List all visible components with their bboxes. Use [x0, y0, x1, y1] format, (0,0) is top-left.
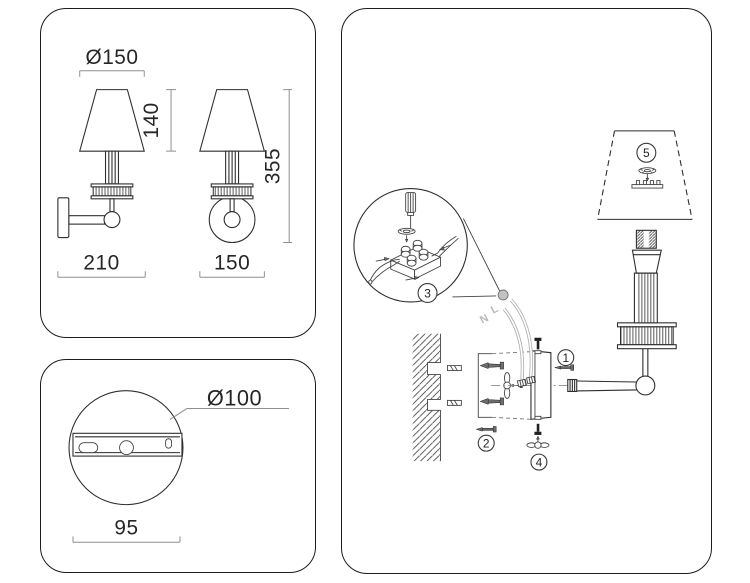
detail-circle	[353, 188, 468, 303]
detail-wires	[368, 235, 459, 285]
dim-shade-diameter: Ø150	[86, 46, 139, 69]
supply-wires: L N	[478, 298, 537, 388]
lamp-side-view	[57, 89, 145, 239]
panel-backplate-detail: Ø100 95	[40, 359, 316, 573]
terminal-detail-bubble	[353, 188, 468, 303]
wall-section	[412, 333, 441, 462]
socket-cup	[631, 249, 662, 274]
stem	[642, 348, 649, 377]
arm-tube	[576, 380, 637, 392]
step-3-label: 3	[424, 286, 431, 300]
backplate-drawing: Ø100 95	[68, 386, 289, 543]
center-hole	[119, 440, 134, 456]
canopy-screw-top	[534, 337, 542, 350]
canopy	[530, 350, 552, 420]
insert-arrow	[405, 275, 420, 281]
mounting-screw	[479, 397, 504, 406]
dim-total-height: 355	[261, 148, 284, 184]
shade-finial	[638, 167, 657, 182]
panel-assembly-steps: L N	[341, 8, 712, 574]
backplate-circle	[68, 390, 184, 506]
wall-edge	[427, 333, 441, 462]
ball-joint	[635, 375, 656, 396]
mounting-screw	[479, 361, 504, 370]
ribbed-ring	[619, 326, 674, 346]
wire-ferrule	[516, 378, 527, 388]
slot-oval	[78, 442, 99, 454]
ball-joint	[223, 211, 241, 229]
wall-plate	[57, 197, 70, 239]
terminal-barrel	[418, 248, 429, 261]
dim-plate-diameter: Ø100	[207, 386, 262, 411]
screwdriver	[405, 192, 417, 229]
wall-anchor-dowels	[446, 365, 462, 406]
lamp-body	[567, 130, 693, 396]
stem	[109, 198, 115, 213]
stem	[229, 198, 235, 213]
terminal-barrel	[406, 254, 417, 267]
step-markers: 1 2 3 4 5	[417, 142, 657, 471]
panel-dimension-views: Ø150 140 355 210 150	[40, 8, 316, 338]
leader-line	[169, 408, 289, 420]
step-1-label: 1	[562, 351, 569, 365]
wing-nut-bottom	[526, 435, 550, 449]
washer	[397, 227, 416, 243]
lamp-front-view	[199, 89, 266, 244]
wire-ferrule	[526, 375, 537, 385]
terminal-barrel	[412, 239, 423, 252]
keyhole-slot	[165, 438, 173, 449]
shade-outline	[79, 89, 145, 152]
step-4-label: 4	[536, 455, 543, 469]
terminal-barrel	[400, 245, 411, 258]
wire-live-label: L	[489, 303, 501, 317]
leader-ball	[497, 289, 509, 301]
lamp-shade	[597, 130, 693, 220]
canopy-screw-bottom	[534, 423, 542, 435]
small-screw-1	[553, 364, 574, 371]
shade-ring-bracket	[631, 180, 664, 189]
dim-depth: 210	[83, 251, 119, 274]
ball-joint	[103, 211, 121, 229]
step-5-label: 5	[643, 146, 650, 160]
wall-arm	[68, 215, 106, 225]
small-screw-2	[475, 426, 497, 433]
insert-arrow	[438, 244, 451, 251]
dim-width: 150	[214, 251, 250, 274]
ribbed-ring	[92, 186, 132, 197]
bubble-leader	[452, 218, 509, 301]
terminal-block	[389, 239, 442, 280]
ribbed-ring	[212, 186, 252, 197]
shade-outline	[199, 89, 266, 152]
dim-shade-height: 140	[140, 102, 163, 138]
dimensions: Ø150 140 355 210 150	[57, 46, 293, 278]
step-2-label: 2	[483, 436, 490, 450]
insert-arrow	[375, 257, 390, 262]
wire-neutral-label: N	[478, 312, 491, 326]
dim-screw-spacing: 95	[114, 516, 138, 539]
